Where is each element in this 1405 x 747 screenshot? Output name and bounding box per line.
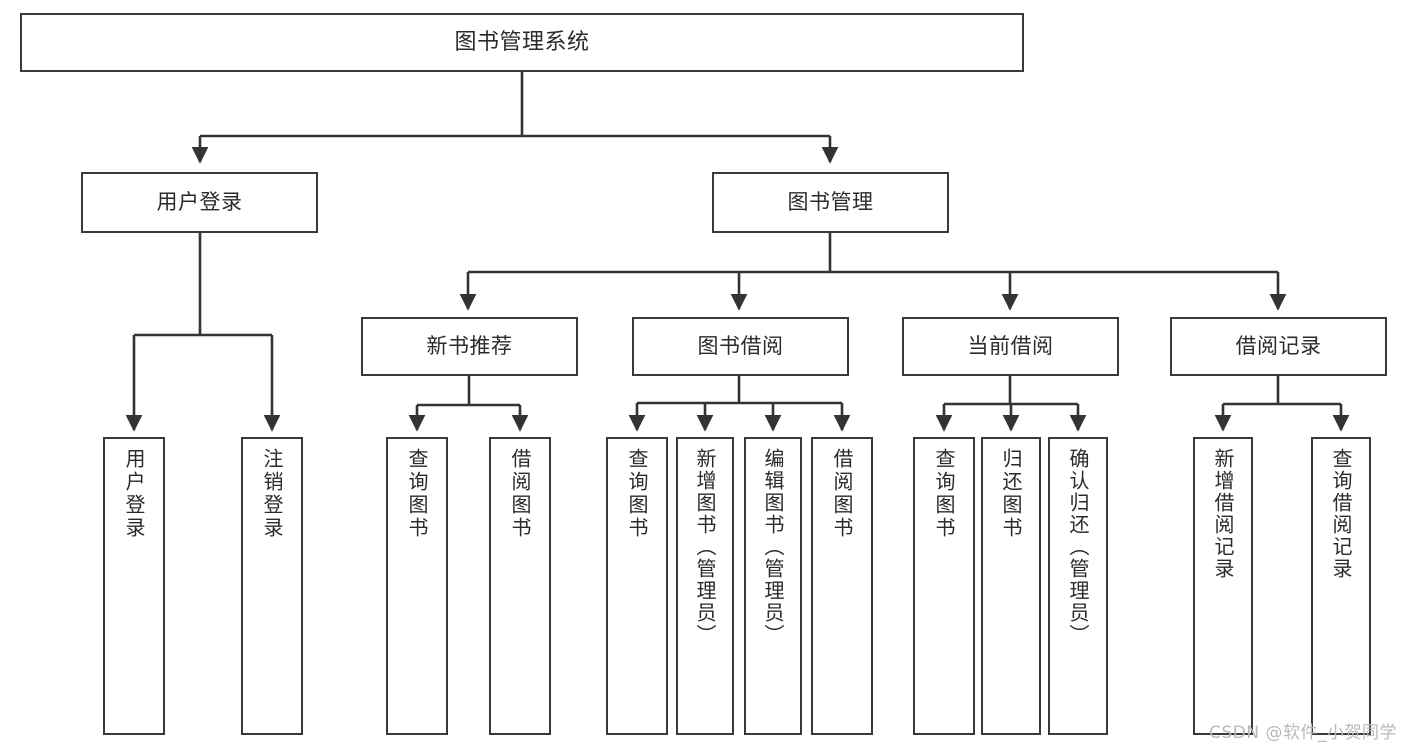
node-current-borrow[interactable]: 当前借阅 [902,317,1119,376]
node-book-management[interactable]: 图书管理 [712,172,949,233]
node-label: 借阅记录 [1235,334,1322,359]
node-label: 新增借阅记录 [1211,448,1235,580]
node-user-login[interactable]: 用户登录 [81,172,318,233]
node-label: 用户登录 [156,190,243,215]
node-leaf-query-book-2[interactable]: 查询图书 [606,437,668,735]
node-label: 用户登录 [122,448,146,540]
node-label: 查询图书 [405,448,429,540]
node-leaf-logout[interactable]: 注销登录 [241,437,303,735]
node-label: 确认归还（管理员） [1066,448,1090,646]
node-label: 借阅图书 [830,448,854,540]
node-label: 图书借阅 [697,334,784,359]
node-leaf-query-book-1[interactable]: 查询图书 [386,437,448,735]
node-leaf-query-record[interactable]: 查询借阅记录 [1311,437,1371,735]
node-leaf-add-record[interactable]: 新增借阅记录 [1193,437,1253,735]
node-label: 新增图书（管理员） [693,448,717,646]
node-label: 查询图书 [625,448,649,540]
csdn-watermark: CSDN @软件_小贺同学 [1209,723,1397,743]
node-label: 编辑图书（管理员） [761,448,785,646]
node-new-book-recommend[interactable]: 新书推荐 [361,317,578,376]
node-leaf-add-book[interactable]: 新增图书（管理员） [676,437,734,735]
node-label: 注销登录 [260,448,284,540]
node-leaf-query-book-3[interactable]: 查询图书 [913,437,975,735]
node-leaf-borrow-book-1[interactable]: 借阅图书 [489,437,551,735]
node-label: 归还图书 [999,448,1023,540]
node-leaf-user-login[interactable]: 用户登录 [103,437,165,735]
node-book-borrow[interactable]: 图书借阅 [632,317,849,376]
node-root-book-management-system[interactable]: 图书管理系统 [20,13,1024,72]
node-label: 查询借阅记录 [1329,448,1353,580]
node-borrow-record[interactable]: 借阅记录 [1170,317,1387,376]
node-leaf-return-book[interactable]: 归还图书 [981,437,1041,735]
node-label: 新书推荐 [426,334,513,359]
node-leaf-edit-book[interactable]: 编辑图书（管理员） [744,437,802,735]
node-leaf-borrow-book-2[interactable]: 借阅图书 [811,437,873,735]
node-leaf-confirm-return[interactable]: 确认归还（管理员） [1048,437,1108,735]
node-label: 图书管理系统 [454,29,590,55]
node-label: 当前借阅 [967,334,1054,359]
node-label: 图书管理 [787,190,874,215]
node-label: 借阅图书 [508,448,532,540]
node-label: 查询图书 [932,448,956,540]
